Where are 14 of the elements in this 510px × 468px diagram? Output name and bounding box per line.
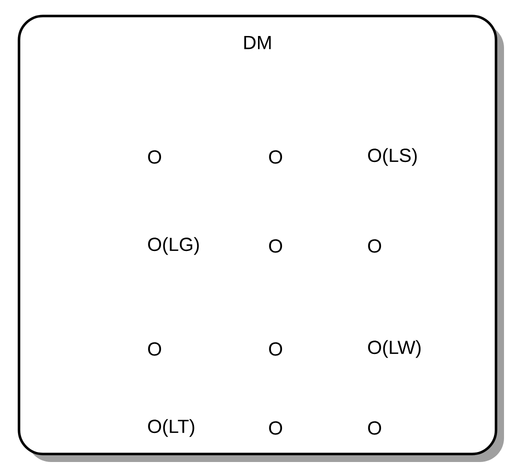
grid-label: O(LW) (368, 340, 421, 358)
grid-label: O (269, 421, 282, 435)
grid-label: O(LT) (148, 419, 194, 437)
grid-label: O (368, 421, 382, 435)
grid-label: O(LS) (368, 148, 417, 166)
heading: DM (244, 36, 271, 50)
grid-label: O (269, 239, 282, 253)
grid-label: O(LG) (148, 237, 199, 255)
rounded-panel (18, 14, 504, 462)
grid-label: O (269, 342, 282, 356)
grid-label: O (269, 150, 282, 164)
grid-label: O (148, 150, 162, 164)
grid-label: O (368, 239, 382, 253)
grid-label: O (148, 342, 162, 356)
